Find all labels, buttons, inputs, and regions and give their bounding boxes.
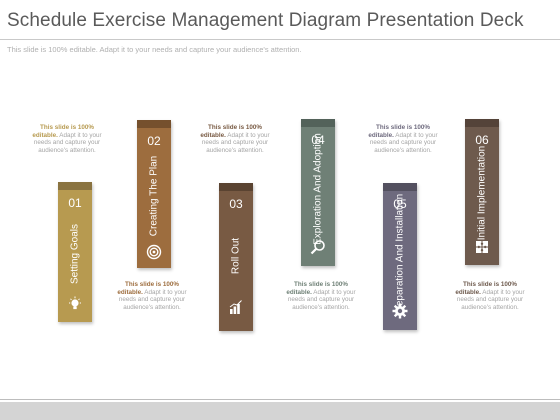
description-text: Adapt it to your needs and capture your … <box>456 288 525 312</box>
lightbulb-icon <box>67 296 83 312</box>
step-label: Roll Out <box>230 237 242 275</box>
description-highlight: This slide is 100% editable. <box>117 281 179 296</box>
ribbon-fold <box>219 183 253 191</box>
bar-chart-icon <box>228 299 244 315</box>
ribbon-fold <box>58 182 92 190</box>
step-label: Exploration And Adoption <box>312 133 324 245</box>
magnifier-icon <box>310 239 326 255</box>
step-ribbon-02: 02 Creating The Plan <box>137 120 171 268</box>
step-number: 03 <box>229 197 243 211</box>
ribbon-fold <box>137 120 171 128</box>
ribbon-fold <box>301 119 335 127</box>
description-highlight: This slide is 100% editable. <box>455 281 517 296</box>
step-number: 02 <box>147 134 161 148</box>
step-01-description: This slide is 100% editable. Adapt it to… <box>29 124 105 155</box>
page-subtitle: This slide is 100% editable. Adapt it to… <box>7 45 302 54</box>
description-highlight: This slide is 100% editable. <box>32 124 94 139</box>
description-text: Adapt it to your needs and capture your … <box>33 131 102 155</box>
ribbon-fold <box>383 183 417 191</box>
step-label: Setting Goals <box>69 223 81 285</box>
description-highlight: This slide is 100% editable. <box>286 281 348 296</box>
gear-icon <box>392 303 408 319</box>
step-number: 06 <box>475 133 489 147</box>
description-text: Adapt it to your needs and capture your … <box>287 288 356 312</box>
description-text: Adapt it to your needs and capture your … <box>369 131 438 155</box>
footer-divider <box>0 399 560 400</box>
step-label: Preparation And Installation <box>394 193 406 317</box>
page-title: Schedule Exercise Management Diagram Pre… <box>7 10 524 31</box>
puzzle-icon <box>474 239 490 255</box>
step-04-description: This slide is 100% editable. Adapt it to… <box>283 281 359 312</box>
step-label: Initial Implementation <box>476 145 488 241</box>
step-number: 04 <box>311 133 325 147</box>
footer-bar <box>0 402 560 420</box>
step-number: 05 <box>393 197 407 211</box>
step-05-description: This slide is 100% editable. Adapt it to… <box>365 124 441 155</box>
description-highlight: This slide is 100% editable. <box>368 124 430 139</box>
step-number: 01 <box>68 196 82 210</box>
target-icon <box>146 244 162 260</box>
step-06-description: This slide is 100% editable. Adapt it to… <box>452 281 528 312</box>
step-ribbon-04: 04 Exploration And Adoption <box>301 119 335 266</box>
description-text: Adapt it to your needs and capture your … <box>118 288 187 312</box>
step-ribbon-03: 03 Roll Out <box>219 183 253 331</box>
step-ribbon-01: 01 Setting Goals <box>58 182 92 322</box>
description-text: Adapt it to your needs and capture your … <box>201 131 270 155</box>
ribbon-fold <box>465 119 499 127</box>
step-03-description: This slide is 100% editable. Adapt it to… <box>197 124 273 155</box>
title-divider <box>0 39 560 40</box>
step-ribbon-06: 06 Initial Implementation <box>465 119 499 265</box>
step-02-description: This slide is 100% editable. Adapt it to… <box>114 281 190 312</box>
description-highlight: This slide is 100% editable. <box>200 124 262 139</box>
step-label: Creating The Plan <box>148 155 160 237</box>
step-ribbon-05: 05 Preparation And Installation <box>383 183 417 330</box>
